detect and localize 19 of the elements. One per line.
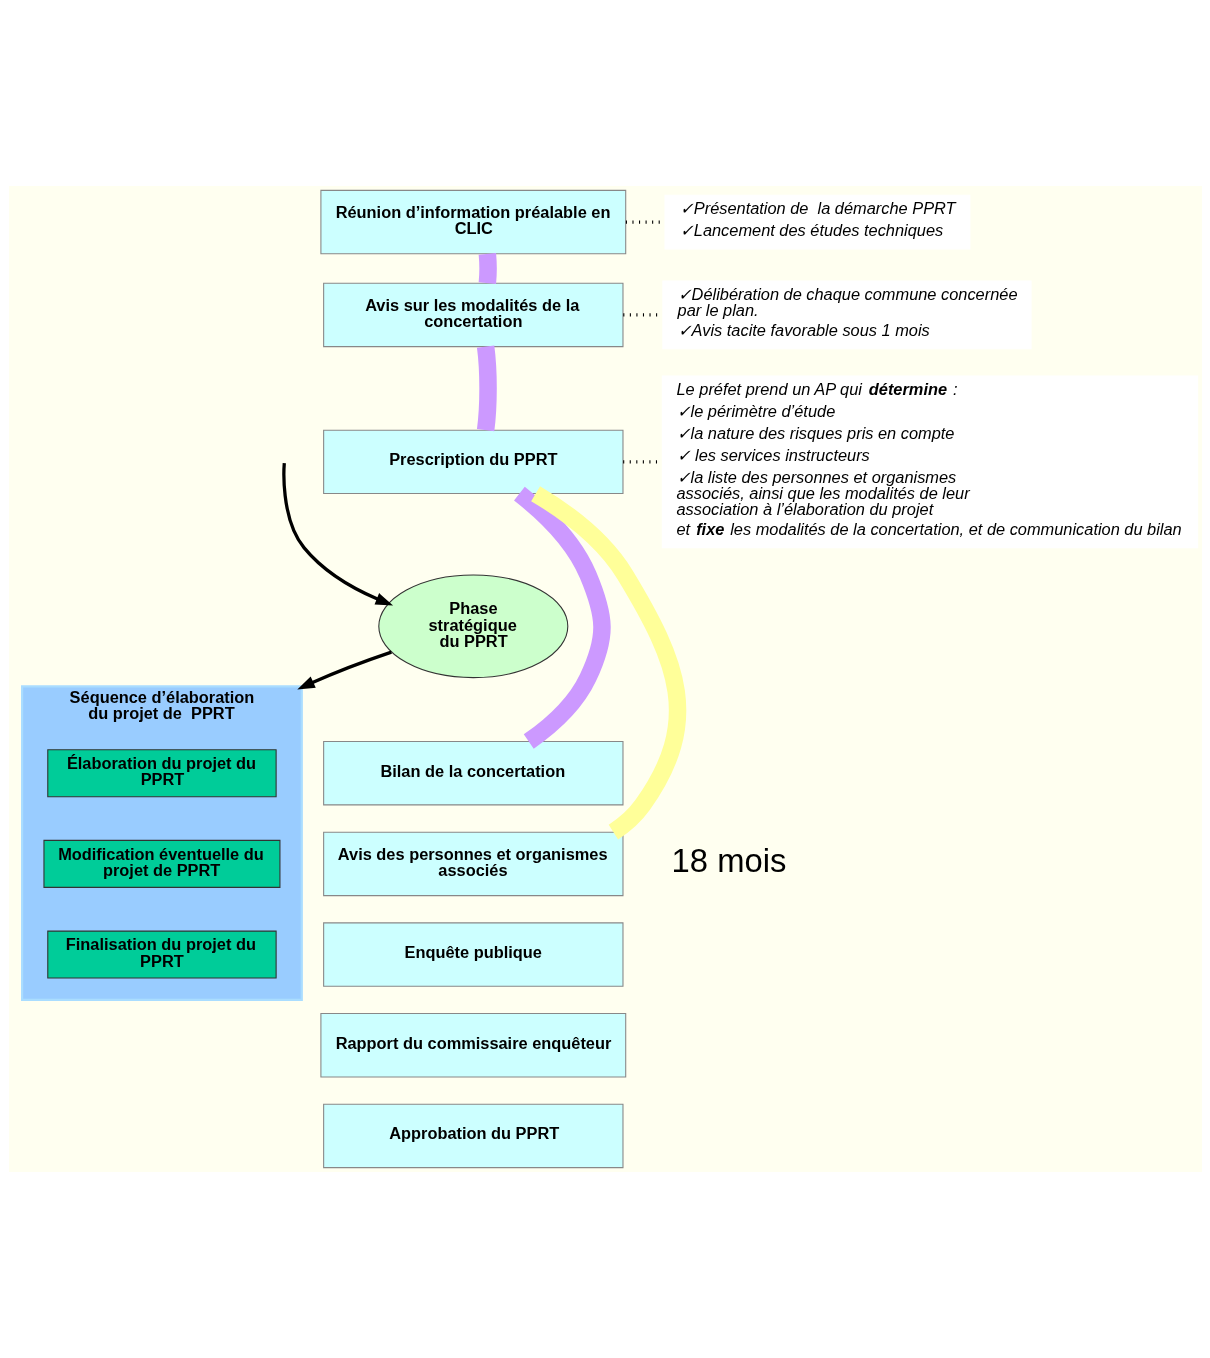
connector — [530, 486, 686, 840]
node-box: Élaboration du projet du PPRT — [46, 749, 277, 798]
node-box: Bilan de la concertation — [322, 741, 624, 806]
arrow — [296, 650, 392, 690]
connector — [476, 345, 497, 432]
connector — [478, 253, 497, 284]
node-ellipse: Phase stratégique du PPRT — [377, 574, 568, 679]
node-box: Enquête publique — [322, 922, 624, 987]
node-box: Approbation du PPRT — [322, 1103, 624, 1169]
node-box: Avis sur les modalités de la concertation — [322, 282, 624, 348]
connector — [513, 486, 611, 749]
label: 18 mois — [671, 842, 786, 880]
node-box: Finalisation du projet du PPRT — [46, 930, 277, 979]
node-box: Avis des personnes et organismes associés — [322, 831, 624, 897]
node-box: Rapport du commissaire enquêteur — [319, 1013, 626, 1078]
node-box: Réunion d’information préalable en CLIC — [319, 189, 626, 255]
arrow — [281, 463, 393, 606]
node-box: Modification éventuelle du projet de PPRT — [42, 839, 280, 888]
node-box: Prescription du PPRT — [322, 429, 624, 495]
